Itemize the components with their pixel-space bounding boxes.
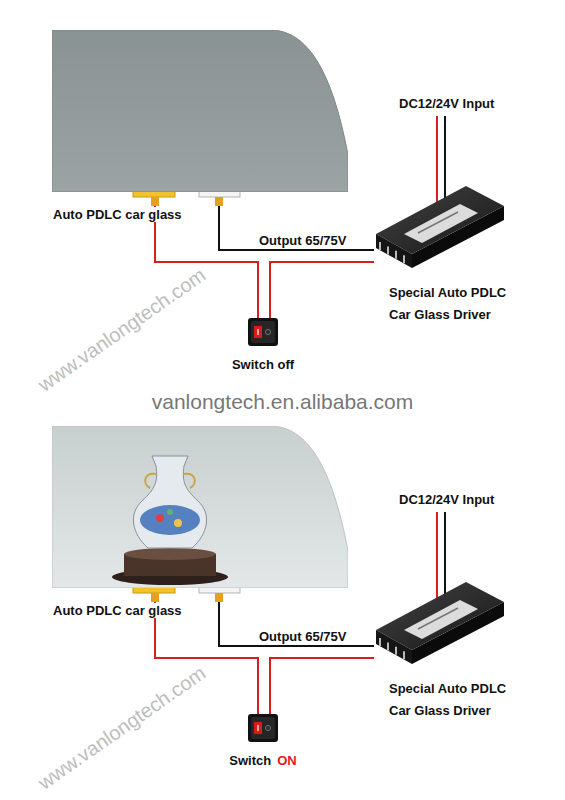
switch-mark bbox=[266, 726, 271, 731]
vent-slot bbox=[395, 251, 397, 259]
switch-unit: SwitchON bbox=[248, 714, 278, 742]
switch-rocker bbox=[251, 321, 275, 343]
node-caption: Switch ON bbox=[228, 751, 297, 769]
vent-slot bbox=[395, 647, 397, 655]
wire-label-holder: Output 65/75V bbox=[258, 231, 347, 249]
node-caption: Special Auto PDLC Car Glass Driver bbox=[388, 678, 528, 722]
label-holder: vanlongtech.en.alibaba.com bbox=[0, 390, 565, 414]
watermark: www.vanlongtech.com bbox=[34, 264, 210, 396]
driver-device bbox=[374, 580, 506, 666]
driver-front bbox=[376, 234, 412, 268]
switch-body bbox=[248, 318, 278, 346]
input-wire bbox=[436, 116, 438, 204]
glass-pane bbox=[52, 30, 348, 192]
vase-stand-top bbox=[124, 548, 216, 560]
input-wire bbox=[444, 512, 446, 596]
switch-rocker bbox=[251, 717, 275, 739]
switch-mark bbox=[266, 330, 271, 335]
vent-slot bbox=[387, 642, 389, 650]
switch-state: Switch off bbox=[231, 357, 295, 372]
glass-name: Auto PDLC car glass bbox=[52, 207, 183, 222]
terminal-stem bbox=[151, 593, 159, 602]
driver-name: Special Auto PDLC Car Glass Driver bbox=[388, 282, 528, 326]
node-caption: Special Auto PDLC Car Glass Driver bbox=[388, 282, 528, 326]
terminal-stem bbox=[151, 197, 159, 206]
switch-state: Switch bbox=[228, 753, 272, 768]
switch-state: ON bbox=[276, 753, 298, 768]
wire-connector bbox=[219, 192, 374, 250]
terminal-stem bbox=[215, 197, 223, 206]
wire-connector bbox=[270, 262, 374, 318]
site-address: vanlongtech.en.alibaba.com bbox=[152, 390, 414, 413]
node-caption: Auto PDLC car glass bbox=[52, 205, 183, 223]
glass-pane: Auto PDLC car glass bbox=[52, 30, 348, 192]
vase-handle bbox=[184, 474, 195, 488]
driver-sticker bbox=[404, 204, 478, 243]
vase-picture bbox=[112, 456, 228, 585]
label-holder: DC12/24V Input bbox=[398, 490, 495, 508]
vase-flower bbox=[156, 514, 164, 522]
vase-flower bbox=[167, 509, 173, 515]
wire-connector bbox=[219, 588, 374, 646]
rocker-switch bbox=[248, 318, 278, 346]
power-input-label: DC12/24V Input bbox=[398, 96, 495, 111]
vent-slot bbox=[387, 246, 389, 254]
vase-handle bbox=[145, 474, 156, 488]
label-holder: www.vanlongtech.com bbox=[34, 662, 210, 795]
driver-top bbox=[376, 186, 504, 254]
output-voltage-label: Output 65/75V bbox=[258, 233, 347, 248]
switch-mark bbox=[257, 725, 258, 731]
wire-connector bbox=[270, 658, 374, 714]
vent-slot bbox=[379, 638, 381, 646]
vase-flower bbox=[174, 519, 182, 527]
wire-label-holder: Output 65/75V bbox=[258, 627, 347, 645]
watermark: www.vanlongtech.com bbox=[34, 662, 210, 794]
driver-front bbox=[376, 630, 412, 664]
switch-body bbox=[248, 714, 278, 742]
output-voltage-label: Output 65/75V bbox=[258, 629, 347, 644]
label-holder: DC12/24V Input bbox=[398, 94, 495, 112]
sticker-mark bbox=[418, 212, 458, 233]
driver-unit: Special Auto PDLC Car Glass Driver bbox=[374, 580, 506, 666]
driver-sticker bbox=[404, 600, 478, 639]
sticker-mark bbox=[418, 608, 458, 629]
vent-slot bbox=[403, 651, 405, 659]
driver-device bbox=[374, 184, 506, 270]
input-wire bbox=[444, 116, 446, 200]
switch-unit: Switch off bbox=[248, 318, 278, 346]
glass-outline bbox=[52, 426, 348, 588]
switch-lamp bbox=[254, 722, 262, 734]
glass-outline bbox=[52, 30, 348, 192]
terminal-stem bbox=[215, 593, 223, 602]
switch-lamp bbox=[254, 326, 262, 338]
vase-pattern bbox=[140, 505, 200, 535]
node-caption: Auto PDLC car glass bbox=[52, 601, 183, 619]
power-input-label: DC12/24V Input bbox=[398, 492, 495, 507]
vent-slot bbox=[403, 255, 405, 263]
glass-pane: Auto PDLC car glass bbox=[52, 426, 348, 588]
driver-top bbox=[376, 582, 504, 650]
input-wire bbox=[436, 512, 438, 600]
dc-input-wires bbox=[437, 116, 445, 600]
driver-unit: Special Auto PDLC Car Glass Driver bbox=[374, 184, 506, 270]
glass-name: Auto PDLC car glass bbox=[52, 603, 183, 618]
switch-mark bbox=[257, 329, 258, 335]
label-holder: www.vanlongtech.com bbox=[34, 264, 210, 397]
glass-pane bbox=[52, 426, 348, 588]
driver-name: Special Auto PDLC Car Glass Driver bbox=[388, 678, 528, 722]
vent-slot bbox=[379, 242, 381, 250]
node-caption: Switch off bbox=[231, 355, 295, 373]
vase-body bbox=[133, 456, 206, 548]
rocker-switch bbox=[248, 714, 278, 742]
